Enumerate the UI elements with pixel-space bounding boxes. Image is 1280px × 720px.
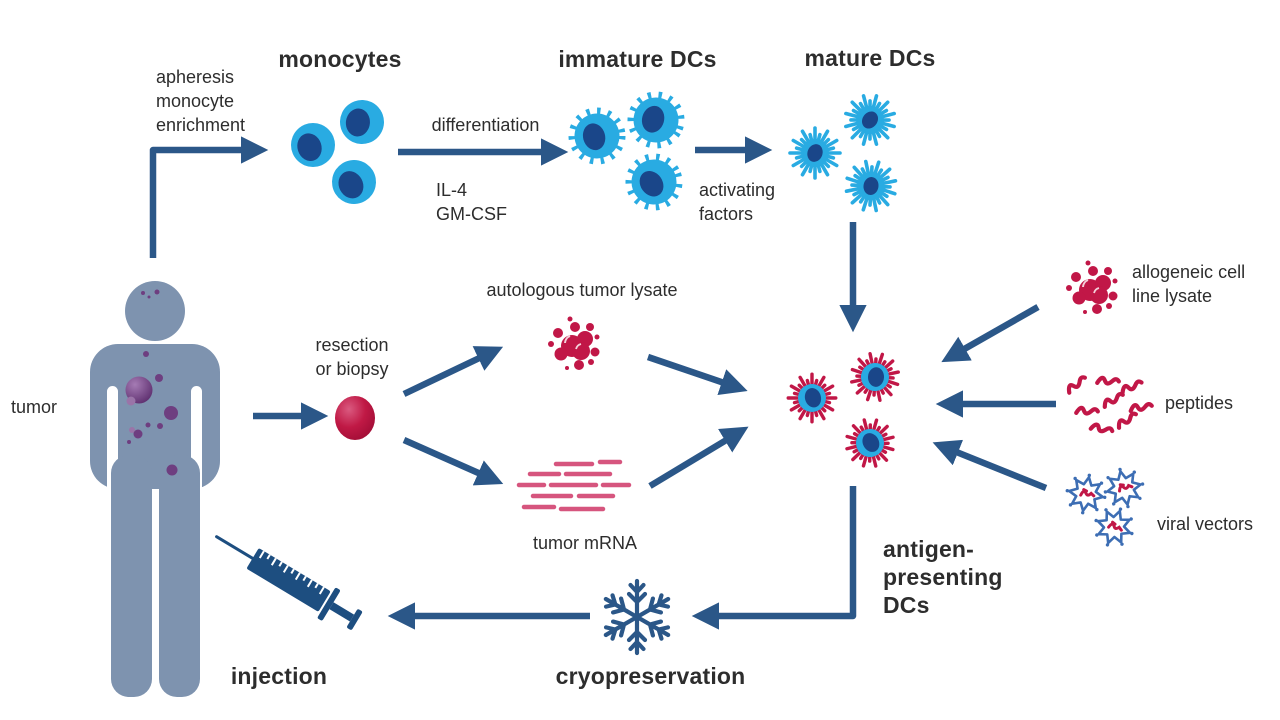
monocyte-cells xyxy=(291,92,392,208)
arrow-apheresis xyxy=(149,136,269,258)
arrow-mrna-to-apdc xyxy=(648,426,749,489)
peptides-label: peptides xyxy=(1165,393,1234,413)
mature-dc-cells xyxy=(790,89,901,215)
tumor-sphere xyxy=(335,396,375,440)
resection-label: resection or biopsy xyxy=(315,335,389,379)
tumor-mrna-label: tumor mRNA xyxy=(532,533,637,553)
syringe-icon xyxy=(215,535,363,630)
activating-factors-label: activating factors xyxy=(699,180,776,224)
arrow-allogeneic-to-apdc xyxy=(941,304,1040,363)
arrow-tumor-to-mrna xyxy=(402,437,504,486)
apdc-cells xyxy=(788,347,905,472)
arrow-apdc-to-cryo xyxy=(691,486,857,630)
mrna-fragments xyxy=(516,459,632,512)
tumor-dots xyxy=(125,289,178,476)
monocytes-title: monocytes xyxy=(278,46,402,72)
patient-figure xyxy=(90,281,220,697)
arrow-tumor-to-lysate xyxy=(402,346,504,397)
allogeneic-label: allogeneic cell line lysate xyxy=(1132,262,1246,306)
autologous-lysate-dots xyxy=(547,315,601,371)
virus-particles xyxy=(1060,461,1151,556)
cryopreservation-title: cryopreservation xyxy=(555,663,746,689)
viral-vectors-label: viral vectors xyxy=(1157,514,1254,534)
allogeneic-lysate-dots xyxy=(1065,259,1119,315)
injection-title: injection xyxy=(230,663,328,689)
cytokines-label: IL-4 GM-CSF xyxy=(436,180,507,224)
arrow-lysate-to-apdc xyxy=(646,353,748,396)
apheresis-label: apheresis monocyte enrichment xyxy=(156,67,246,135)
tumor-label: tumor xyxy=(11,397,58,417)
differentiation-label: differentiation xyxy=(431,115,540,135)
arrow-viral-to-apdc xyxy=(932,439,1048,492)
autologous-lysate-label: autologous tumor lysate xyxy=(486,280,678,300)
immature-dcs-title: immature DCs xyxy=(558,46,717,72)
snowflake-icon xyxy=(602,581,672,653)
apdc-title: antigen- presenting DCs xyxy=(883,536,1003,619)
immature-dc-cells xyxy=(572,86,690,214)
mature-dcs-title: mature DCs xyxy=(804,45,936,71)
peptide-squiggles xyxy=(1066,375,1152,438)
